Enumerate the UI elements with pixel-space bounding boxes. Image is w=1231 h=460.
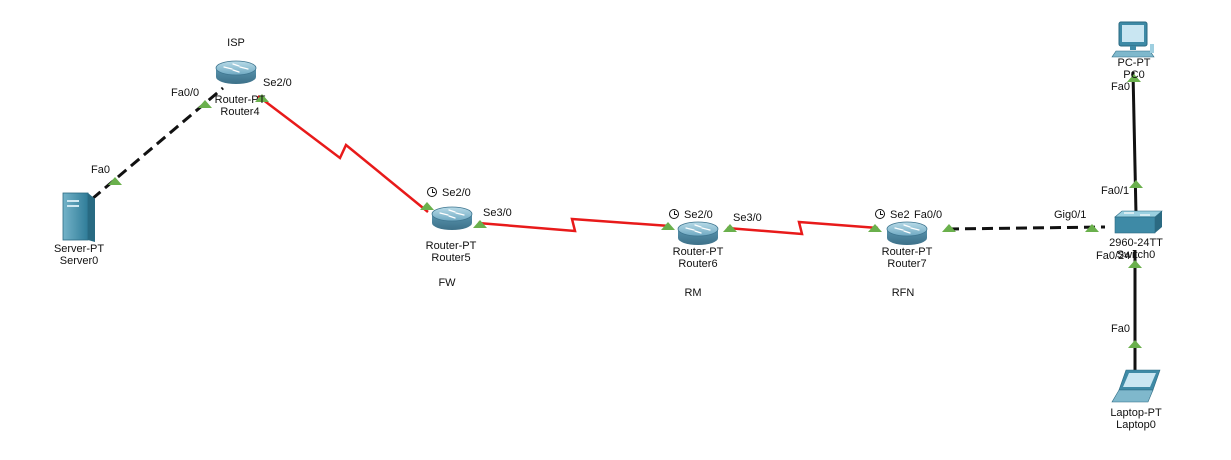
port-up-indicator [198, 100, 212, 108]
router-icon[interactable] [886, 221, 928, 246]
laptop-icon[interactable] [1111, 369, 1161, 403]
switch-icon[interactable] [1114, 210, 1163, 234]
server0-label[interactable]: Server-PT Server0 [54, 243, 104, 267]
port-up-indicator [1129, 180, 1143, 188]
port-up-indicator [661, 222, 675, 230]
port-up-indicator [1128, 260, 1142, 268]
router-icon[interactable] [677, 221, 719, 246]
device-name: Switch0 [1116, 249, 1156, 261]
port-up-indicator [1127, 74, 1141, 82]
router6-label[interactable]: Router-PT Router6 [673, 246, 724, 270]
router5-label[interactable]: Router-PT Router5 [426, 240, 477, 264]
device-name: Router5 [431, 252, 471, 264]
device-name: Router7 [887, 258, 927, 270]
router-icon[interactable] [215, 60, 257, 85]
port-label-router4-se20: Se2/0 [263, 77, 292, 89]
port-label-router5-se20: Se2/0 [427, 187, 471, 199]
device-model: Router-PT [214, 94, 266, 106]
device-model: Router-PT [881, 246, 933, 258]
device-name: Router6 [678, 258, 718, 270]
device-name: Server0 [59, 255, 99, 267]
clock-icon [427, 187, 437, 197]
port-up-indicator [1128, 340, 1142, 348]
port-up-indicator [1085, 224, 1099, 232]
port-status-markers [108, 74, 1143, 348]
link-router4-router5[interactable] [257, 95, 429, 213]
port-up-indicator [473, 220, 487, 228]
port-up-indicator [420, 202, 434, 210]
router6-caption: RM [684, 287, 702, 299]
port-label-router4-fa00: Fa0/0 [171, 87, 200, 99]
clock-icon [875, 209, 885, 219]
port-up-indicator [942, 224, 956, 232]
port-label-pc0-fa0: Fa0 [1111, 81, 1130, 93]
link-router6-router7[interactable] [726, 220, 879, 236]
device-name: Laptop0 [1116, 419, 1156, 431]
link-router5-router6[interactable] [477, 217, 671, 233]
router5-caption: FW [438, 277, 456, 289]
router4-caption: ISP [227, 37, 245, 49]
port-label-server0-fa0: Fa0 [91, 164, 110, 176]
port-text: Se2/0 [442, 187, 471, 199]
port-label-router7-fa00: Fa0/0 [914, 209, 943, 221]
port-label-router7-se2: Se2 [875, 209, 910, 221]
laptop0-label[interactable]: Laptop-PT Laptop0 [1110, 407, 1161, 431]
clock-icon [669, 209, 679, 219]
pc-icon[interactable] [1111, 21, 1155, 58]
device-model: Laptop-PT [1110, 407, 1162, 419]
router-icon[interactable] [431, 206, 473, 231]
port-label-switch0-fa01: Fa0/1 [1101, 185, 1130, 197]
port-up-indicator [868, 224, 882, 232]
port-text: Se2/0 [684, 209, 713, 221]
device-model: 2960-24TT [1109, 237, 1163, 249]
device-model: PC-PT [1117, 57, 1151, 69]
router4-label[interactable]: Router-PT Router4 [215, 94, 266, 118]
server-icon[interactable] [62, 192, 95, 242]
port-label-router6-se20: Se2/0 [669, 209, 713, 221]
link-router7-switch0[interactable] [947, 225, 1106, 231]
router7-caption: RFN [891, 287, 915, 299]
port-label-router6-se30: Se3/0 [733, 212, 762, 224]
switch0-label[interactable]: 2960-24TT Switch0 [1109, 237, 1163, 261]
port-up-indicator [255, 94, 269, 102]
port-label-router5-se30: Se3/0 [483, 207, 512, 219]
port-label-switch0-fa024: Fa0/24 [1096, 250, 1131, 262]
device-model: Router-PT [672, 246, 724, 258]
port-text: Se2 [890, 209, 910, 221]
link-pc0-switch0[interactable] [1131, 71, 1138, 215]
device-model: Router-PT [425, 240, 477, 252]
device-name: PC0 [1123, 69, 1145, 81]
device-name: Router4 [220, 106, 260, 118]
pc0-label[interactable]: PC-PT PC0 [1118, 57, 1151, 81]
router7-label[interactable]: Router-PT Router7 [882, 246, 933, 270]
port-label-laptop0-fa0: Fa0 [1111, 323, 1130, 335]
device-model: Server-PT [53, 243, 105, 255]
port-label-switch0-gig01: Gig0/1 [1054, 209, 1087, 221]
port-up-indicator [108, 177, 122, 185]
port-up-indicator [723, 224, 737, 232]
